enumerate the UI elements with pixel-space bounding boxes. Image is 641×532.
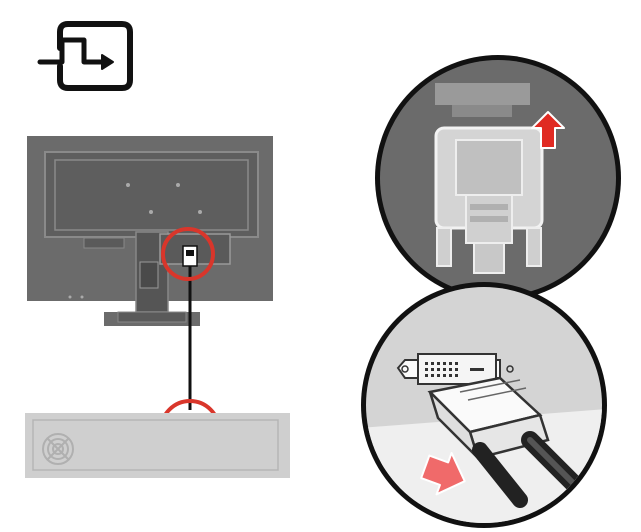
computer-case-icon [25,413,290,478]
monitor-back-icon [27,136,273,326]
connect-detail-panel [361,282,607,528]
fan-vent-icon [42,433,74,465]
disconnect-detail-panel [375,55,621,301]
connect-arrow-icon [420,451,466,496]
dvi-port-icon [396,353,514,385]
disconnect-arrow-icon [531,111,565,149]
monitor-port-callout [161,227,215,281]
signal-input-icon [37,21,133,91]
dvi-plug-icon [427,376,584,508]
